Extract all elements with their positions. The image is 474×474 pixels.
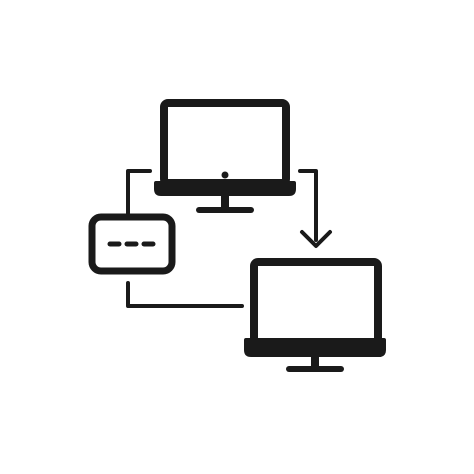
message-box: [88, 213, 176, 275]
top-monitor-power-dot: [221, 171, 229, 179]
bottom-monitor-icon: [244, 258, 386, 372]
message-bubble-icon: [88, 213, 176, 275]
top-monitor-bezel: [154, 181, 296, 196]
top-monitor-icon: [154, 99, 296, 213]
connector-top-right: [298, 169, 318, 242]
connector-bottom-left: [126, 281, 244, 308]
bottom-monitor-bezel: [244, 338, 386, 357]
top-monitor-screen: [160, 99, 290, 187]
connector-top-left: [126, 169, 152, 217]
connector-lines: [126, 169, 318, 308]
bottom-monitor-power-dot: [311, 329, 319, 337]
arrow-down-icon: [300, 230, 332, 248]
